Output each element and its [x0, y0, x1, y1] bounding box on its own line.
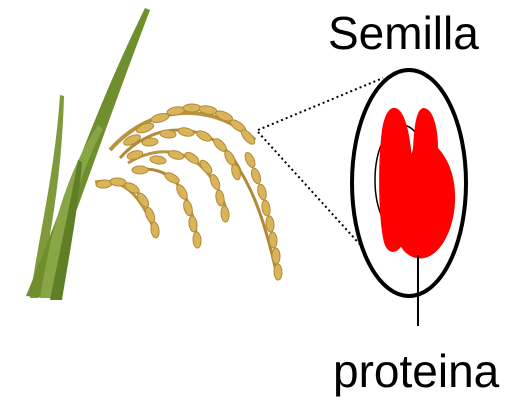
protein-label: proteina: [333, 348, 499, 394]
protein-blob-icon: [379, 108, 455, 259]
seed-label: Semilla: [328, 10, 479, 56]
rice-panicle-icon: [26, 8, 282, 300]
zoom-line-top: [258, 78, 383, 130]
rice-grains: [96, 104, 283, 280]
